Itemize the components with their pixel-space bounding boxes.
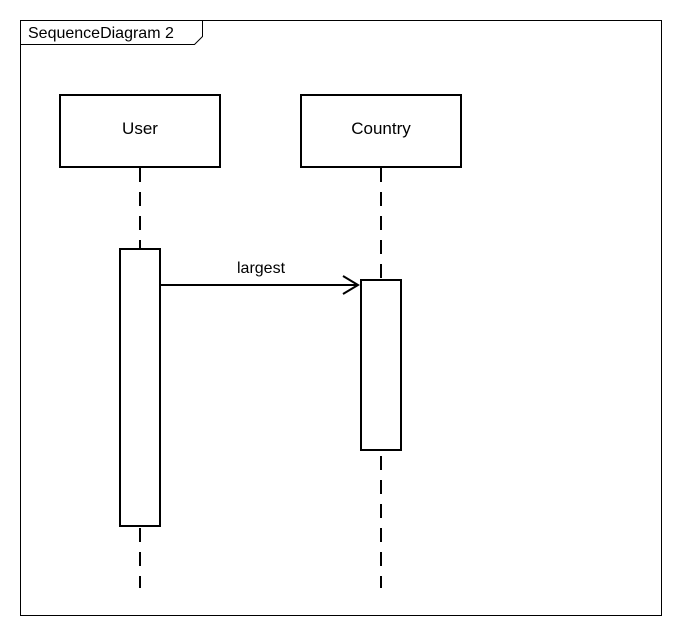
frame-title: SequenceDiagram 2: [28, 25, 174, 42]
lifeline-user[interactable]: User: [59, 94, 221, 168]
lifeline-country-name: Country: [351, 119, 411, 138]
lifeline-user-head[interactable]: [59, 94, 221, 168]
activation-country[interactable]: [360, 279, 402, 451]
lifeline-user-name: User: [122, 119, 158, 138]
lifeline-country[interactable]: Country: [300, 94, 462, 168]
message-largest[interactable]: largest: [160, 260, 360, 295]
frame-label-tab: [20, 20, 203, 45]
activation-user[interactable]: [119, 248, 161, 527]
open-arrowhead-icon: [342, 275, 360, 295]
message-label: largest: [237, 260, 286, 277]
lifeline-country-head[interactable]: [300, 94, 462, 168]
